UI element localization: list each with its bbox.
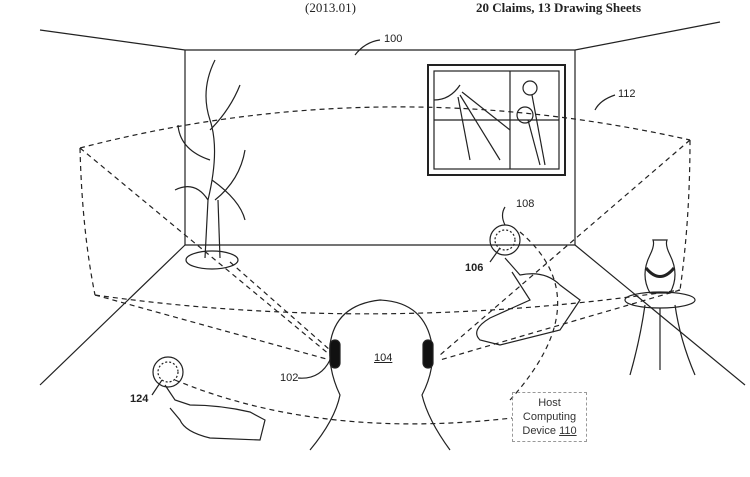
label-controller-right: 106 bbox=[465, 262, 484, 274]
host-line2: Computing bbox=[522, 411, 577, 423]
host-computing-device-box: Host Computing Device 110 bbox=[512, 392, 587, 442]
label-user-head: 104 bbox=[374, 352, 393, 364]
user-head bbox=[309, 299, 451, 451]
room-walls bbox=[39, 21, 746, 386]
label-controller-sensor: 108 bbox=[516, 198, 535, 210]
host-line1: Host bbox=[538, 397, 561, 409]
field-of-view bbox=[79, 106, 691, 425]
leader-lines bbox=[151, 39, 616, 396]
label-room: 100 bbox=[384, 33, 403, 45]
header-claims: 20 Claims, 13 Drawing Sheets bbox=[476, 0, 642, 15]
label-headset: 102 bbox=[280, 372, 299, 384]
side-table-with-vase bbox=[624, 239, 696, 376]
label-field-of-view: 112 bbox=[618, 88, 636, 100]
host-line3: Device bbox=[522, 425, 556, 437]
host-ref: 110 bbox=[559, 425, 577, 437]
left-arm-controller bbox=[152, 356, 266, 441]
label-controller-left: 124 bbox=[130, 393, 149, 405]
right-arm-controller bbox=[476, 224, 581, 346]
header-classification: (2013.01) bbox=[305, 0, 356, 15]
sculpture bbox=[174, 59, 246, 270]
window-picture bbox=[427, 64, 566, 176]
